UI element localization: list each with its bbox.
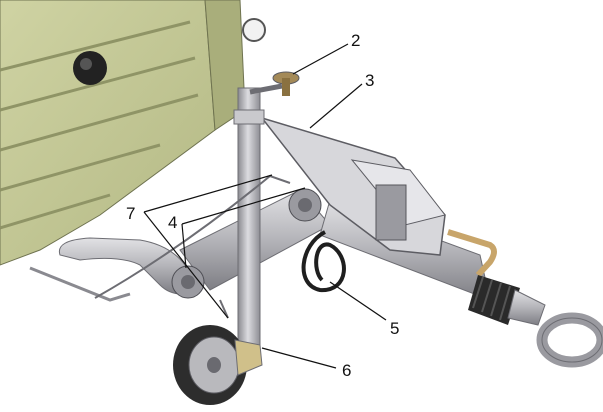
handle [447,229,497,278]
tow-eye [468,275,603,368]
safety-cable [301,230,346,293]
gauge-icon [242,18,266,42]
clamp-upper [288,188,322,222]
brake-cable [94,174,291,299]
callout-6: 6 [342,361,352,380]
clamp-lower [171,265,205,299]
callout-7: 7 [126,204,136,223]
callout-4: 4 [168,213,178,232]
callout-5: 5 [390,319,400,338]
jockey-post [173,71,300,405]
callout-2: 2 [351,31,361,50]
brake-lever [259,116,446,256]
callout-3: 3 [365,71,375,90]
compressor-housing [0,0,266,266]
leader-lines [143,43,387,369]
